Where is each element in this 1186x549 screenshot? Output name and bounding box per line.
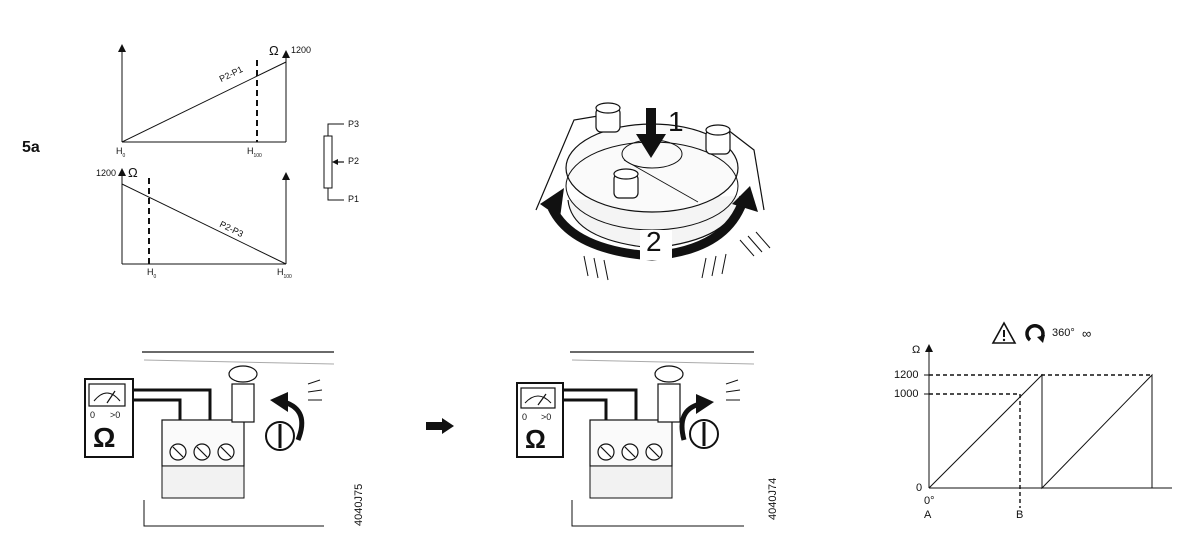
terminal-right-gear	[725, 379, 741, 401]
pot-lead-top	[327, 123, 344, 128]
rotation-icon	[1025, 324, 1045, 343]
push-arrow-shaft	[646, 108, 656, 136]
upper-resistance-chart	[118, 44, 290, 143]
next-step-arrow	[426, 418, 454, 434]
sawtooth-marker-a: A	[924, 509, 932, 521]
figure-code-left: 4040J75	[353, 483, 365, 526]
terminal-left-block-base	[161, 465, 245, 499]
terminal-right-illustration	[558, 351, 755, 527]
section-label: 5a	[22, 139, 40, 156]
lower-resistance-chart	[118, 168, 290, 265]
terminal-left-illustration	[132, 351, 335, 527]
sawtooth-y-tick-1000: 1000	[894, 388, 919, 400]
sawtooth-marker-b: B	[1016, 509, 1024, 521]
pot-pin-p2: P2	[348, 156, 360, 166]
step-turn-number: 2	[646, 226, 662, 257]
potentiometer-symbol	[323, 123, 344, 201]
sawtooth-line	[928, 373, 1153, 490]
multimeter-left-scale-max: >0	[110, 410, 121, 420]
sawtooth-y-tick-1200: 1200	[894, 369, 919, 381]
terminal-right-screw-slots	[600, 446, 660, 458]
multimeter-left-dial	[88, 383, 126, 407]
terminal-right-shaft-top	[654, 365, 684, 383]
push-arrow-head	[636, 134, 666, 158]
multimeter-left-scale-min: 0	[90, 410, 96, 420]
turn-label-bg	[640, 230, 672, 260]
turn-arrow-head-left	[540, 188, 564, 218]
terminal-left-wires	[132, 388, 212, 420]
terminal-right-block-base	[589, 465, 673, 499]
lower-unit-symbol: Ω	[128, 165, 138, 180]
lower-max-value: 1200	[96, 168, 117, 178]
upper-x-end: H100	[247, 146, 262, 159]
upper-right-axis-arrow	[282, 50, 290, 58]
terminal-left-turn-arrowhead	[270, 392, 288, 412]
knob-gear-teeth	[583, 231, 771, 281]
terminal-left-frame	[143, 500, 324, 527]
pot-pin-p1: P1	[348, 194, 360, 204]
terminal-right-housing-arc	[571, 359, 755, 365]
terminal-left-shaft-top	[228, 365, 258, 383]
terminal-left-screw-slots	[172, 446, 232, 458]
upper-curve-p2-p1	[121, 61, 287, 143]
knob-housing-left	[535, 115, 599, 211]
figure-code-right: 4040J74	[767, 477, 779, 520]
sawtooth-y-axis-arrow	[925, 344, 933, 352]
sawtooth-y-tick-0: 0	[916, 482, 923, 494]
multimeter-left: 0 >0 Ω	[84, 378, 134, 458]
terminal-left-shaft	[231, 383, 255, 423]
multimeter-right: 0 >0 Ω	[516, 382, 564, 458]
lower-x-start: H0	[147, 267, 157, 280]
lower-curve-p2-p3	[121, 183, 287, 265]
terminal-left-housing-arc	[143, 359, 335, 365]
sawtooth-x-start-angle: 0°	[924, 495, 935, 507]
upper-max-value: 1200	[291, 45, 312, 55]
terminal-right-shaft	[657, 383, 681, 423]
multimeter-right-symbol: Ω	[525, 424, 546, 454]
knob-peg-left	[595, 102, 621, 133]
step-push-number: 1	[668, 106, 684, 137]
pot-lead-bottom	[327, 188, 344, 201]
knob-peg-right	[705, 124, 731, 155]
warning-icon	[991, 321, 1017, 344]
multimeter-right-scale-min: 0	[522, 412, 528, 422]
terminal-right-frame	[571, 500, 744, 527]
sawtooth-y-symbol: Ω	[912, 344, 921, 356]
pot-wiper-arrow	[332, 159, 338, 165]
terminal-right-wires	[558, 388, 638, 420]
multimeter-right-dial	[520, 387, 556, 409]
multimeter-right-scale-max: >0	[541, 412, 552, 422]
lower-x-end: H100	[277, 267, 292, 280]
terminal-left-gear	[307, 379, 323, 401]
knob-housing-right	[727, 129, 765, 211]
upper-x-start: H0	[116, 146, 126, 159]
upper-unit-symbol: Ω	[269, 43, 279, 58]
terminal-right-turn-arrowhead	[696, 394, 714, 414]
knob-center-divider	[623, 159, 699, 203]
multimeter-left-symbol: Ω	[93, 422, 116, 453]
rotary-knob-illustration	[535, 102, 771, 281]
pot-resistor-body	[323, 135, 333, 189]
upper-y-axis-arrow	[118, 44, 126, 52]
lower-right-axis-arrow	[282, 172, 290, 180]
sawtooth-chart	[924, 344, 1172, 508]
infinity-symbol: ∞	[1082, 326, 1092, 341]
lower-y-axis-arrow	[118, 168, 126, 176]
knob-peg-front	[613, 168, 639, 199]
turn-arrow-head-right	[732, 186, 758, 212]
rotation-degrees: 360°	[1052, 327, 1075, 339]
pot-pin-p3: P3	[348, 119, 360, 129]
